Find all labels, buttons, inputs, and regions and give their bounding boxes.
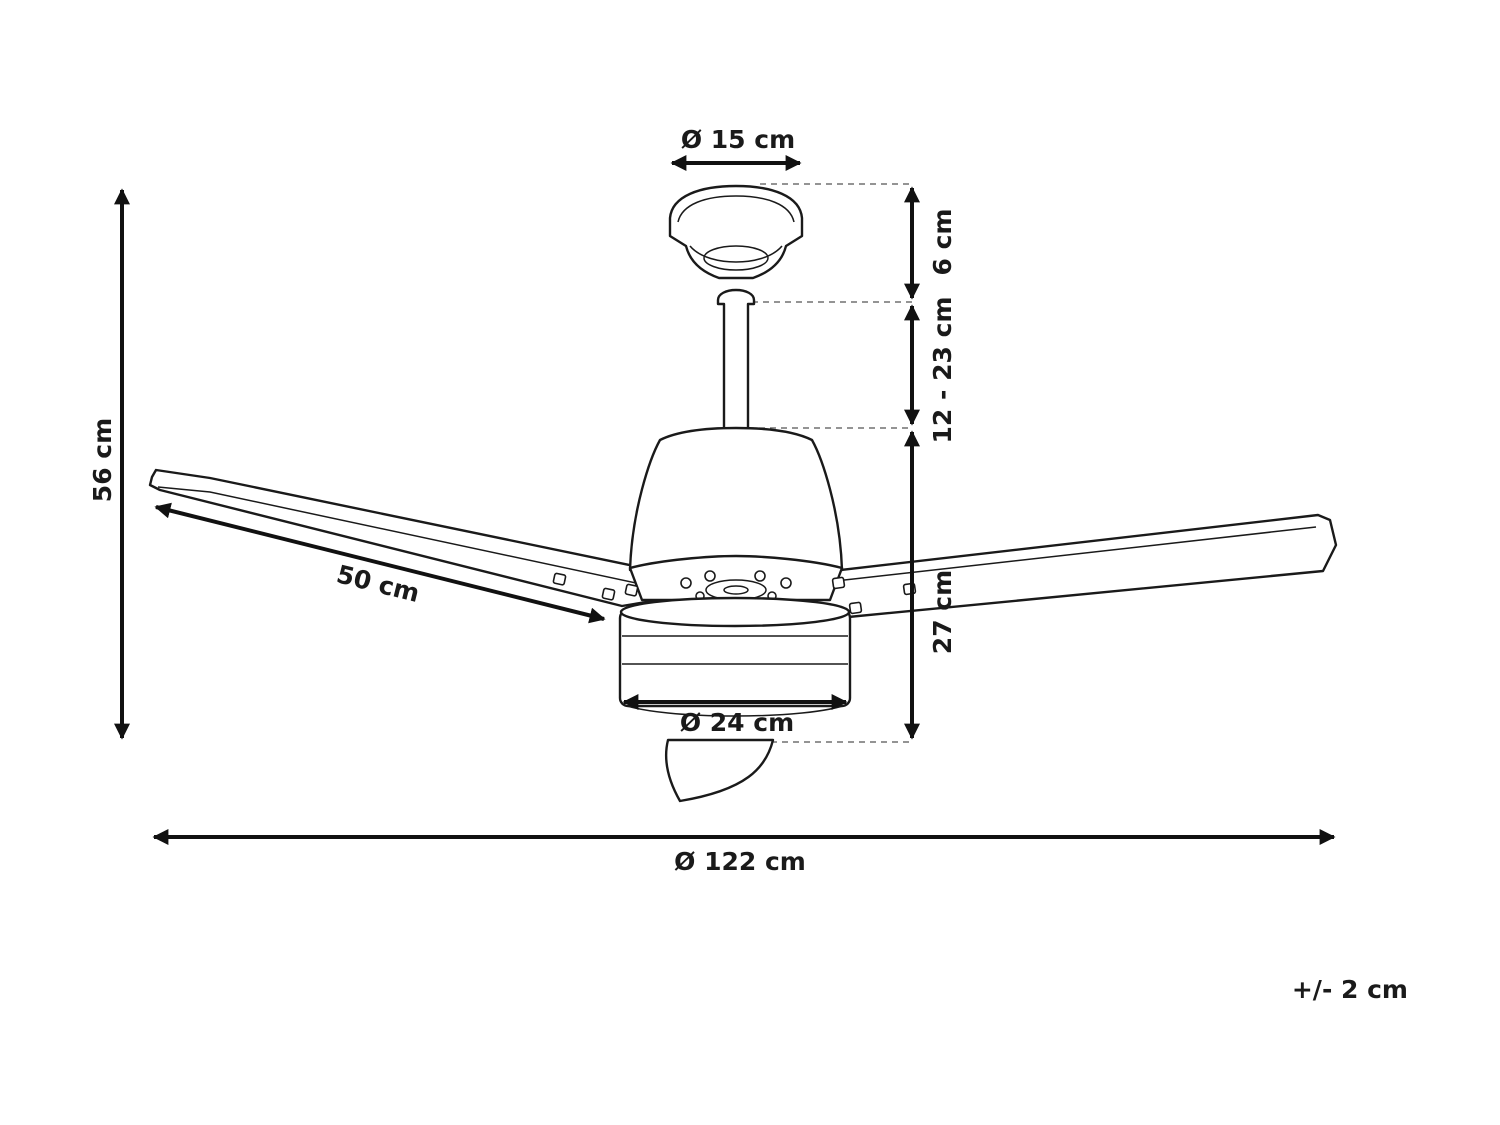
total-height-label: 56 cm <box>88 418 117 502</box>
canopy-height-label: 6 cm <box>928 209 957 276</box>
downrod <box>716 288 756 432</box>
blade-length-arrow <box>154 502 606 624</box>
blade-length-label: 50 cm <box>334 559 423 608</box>
ceiling-canopy <box>668 184 804 280</box>
motor-height-label: 27 cm <box>928 570 957 654</box>
light-kit <box>618 596 852 717</box>
extension-lines <box>748 183 912 743</box>
right-blade <box>778 513 1338 620</box>
front-blade <box>664 738 775 803</box>
dimension-arrows <box>114 155 1336 845</box>
dimension-labels: Ø 15 cm 6 cm 12 - 23 cm 27 cm 56 cm 50 c… <box>88 125 1408 1004</box>
tolerance-label: +/- 2 cm <box>1292 975 1408 1004</box>
motor-housing <box>628 426 844 602</box>
right-blade-inner-edge <box>799 526 1317 586</box>
fan-diameter-label: Ø 122 cm <box>674 847 806 876</box>
canopy-diameter-label: Ø 15 cm <box>681 125 795 154</box>
downrod-length-label: 12 - 23 cm <box>928 297 957 444</box>
light-diameter-label: Ø 24 cm <box>680 708 794 737</box>
